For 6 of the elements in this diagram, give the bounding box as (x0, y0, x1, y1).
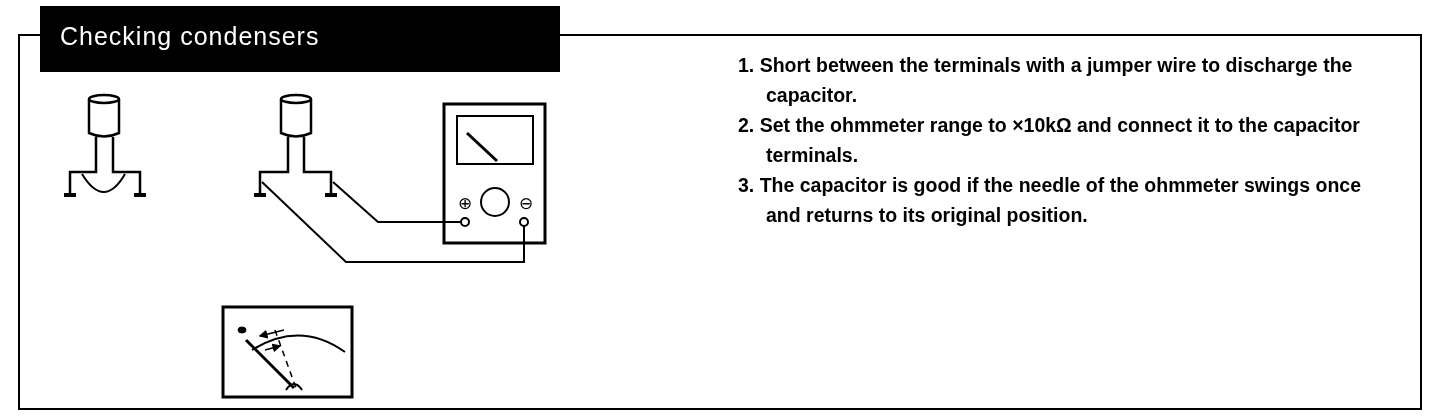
plus-sign: ⊕ (458, 194, 472, 213)
instruction-step: 1. Short between the terminals with a jumper wire to discharge the capacitor. (738, 50, 1398, 110)
section-heading: Checking condensers (40, 6, 560, 72)
instruction-step: 3. The capacitor is good if the needle of the ohmmeter swings once and returns to its original position. (738, 170, 1398, 230)
instruction-step: 2. Set the ohmmeter range to ×10kΩ and connect it to the capacitor terminals. (738, 110, 1398, 170)
minus-sign: ⊖ (519, 194, 533, 213)
